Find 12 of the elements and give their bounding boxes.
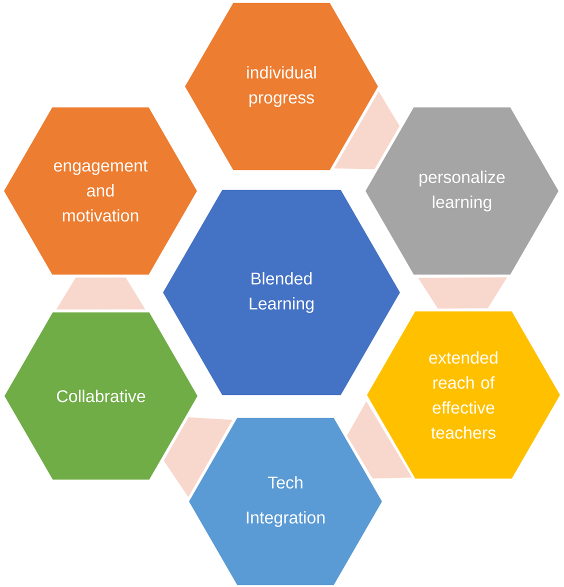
hexagon: personalize learning [366, 107, 558, 275]
hexagon: Collabrative [4, 312, 198, 480]
center-hexagon: Blended Learning [163, 190, 400, 396]
connector-band [418, 277, 508, 309]
hexagon: engagement and motivation [4, 107, 197, 275]
connector-band [164, 417, 232, 498]
hexagon: extended reach of effective teachers [367, 311, 560, 479]
connector-band [346, 401, 412, 478]
hexagon: Tech Integration [189, 418, 382, 586]
hexagon: individual progress [185, 2, 378, 170]
connector-band [334, 91, 400, 170]
connector-band [56, 278, 146, 310]
